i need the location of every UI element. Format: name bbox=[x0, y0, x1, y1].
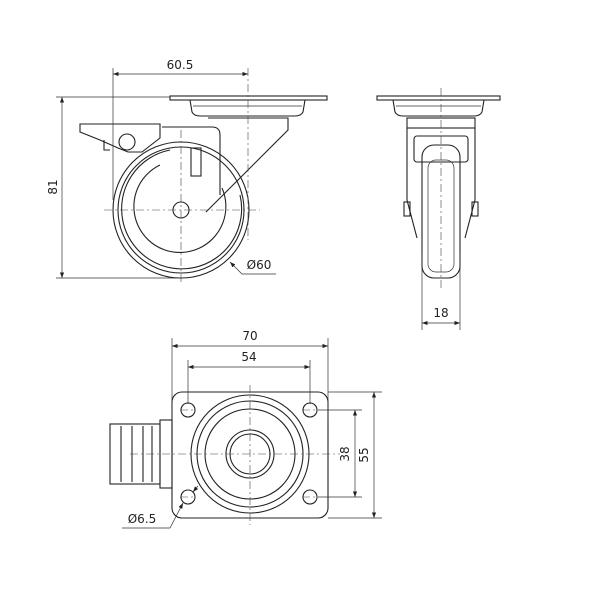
dim-wheel-width-18: 18 bbox=[433, 306, 448, 320]
dim-wheel-diameter: Ø60 bbox=[247, 258, 272, 272]
dim-hole-spacing-54: 54 bbox=[241, 350, 256, 364]
dim-plate-width-70: 70 bbox=[242, 329, 257, 343]
dim-plate-length-55: 55 bbox=[357, 447, 371, 462]
side-view: 60.5 81 Ø60 bbox=[46, 58, 328, 285]
dim-hole-diameter: Ø6.5 bbox=[128, 512, 157, 526]
top-view: 70 54 38 55 Ø6.5 bbox=[109, 329, 382, 529]
brake-pedal bbox=[79, 123, 161, 153]
dim-height-81: 81 bbox=[46, 179, 60, 194]
top-plate bbox=[169, 95, 328, 117]
front-view: 18 bbox=[376, 88, 501, 330]
dim-hole-spacing-38: 38 bbox=[338, 446, 352, 461]
dim-width-60-5: 60.5 bbox=[167, 58, 194, 72]
